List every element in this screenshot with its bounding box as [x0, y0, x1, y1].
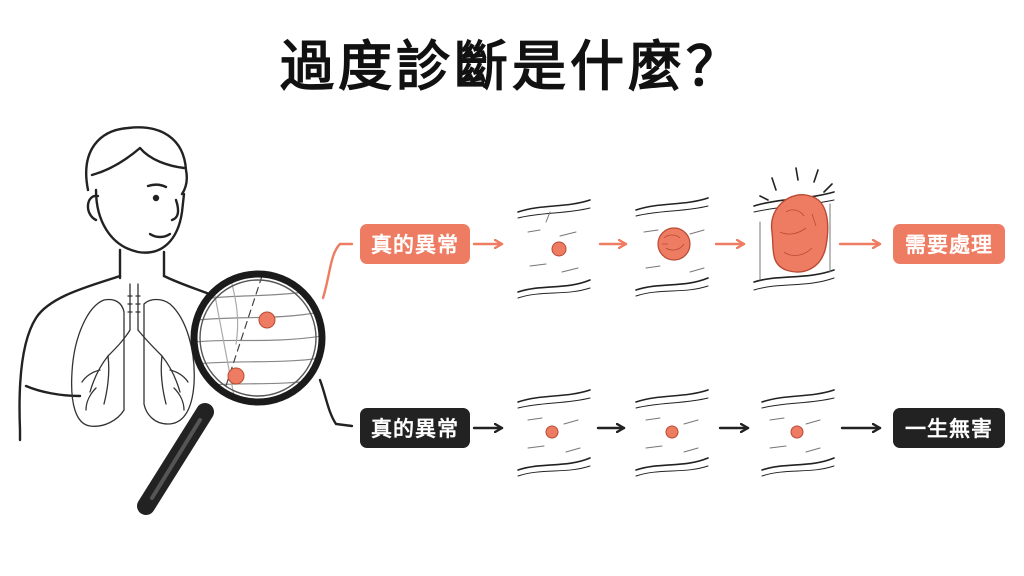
lungs-illustration — [70, 283, 195, 427]
tissue-panel-top-2 — [635, 197, 709, 297]
burst-lines — [759, 167, 833, 201]
magnifier-lens — [190, 270, 326, 406]
lesion-in-lens-upper — [258, 311, 276, 329]
tissue-panel-top-3 — [753, 167, 835, 291]
outcome-top-path: 需要處理 — [893, 224, 1005, 264]
torso-outline — [18, 274, 122, 442]
page-title: 過度診斷是什麼？ — [280, 35, 744, 98]
lesion-stable-3 — [790, 425, 804, 439]
lesion-stable-1 — [545, 425, 559, 439]
person-illustration — [18, 126, 216, 442]
connector-top — [321, 242, 354, 300]
tissue-panel-top-1 — [517, 199, 591, 299]
right-lung — [143, 298, 195, 425]
connector-bottom — [318, 378, 354, 428]
lesion-small — [551, 241, 567, 257]
tissue-panel-bottom-3 — [761, 389, 835, 477]
lesion-in-lens-lower — [227, 367, 245, 385]
hair — [85, 126, 188, 196]
left-lung — [70, 298, 125, 427]
mouth — [148, 232, 172, 239]
tissue-panel-bottom-2 — [635, 389, 709, 477]
lesion-stable-2 — [665, 425, 679, 439]
tissue-panel-bottom-1 — [517, 389, 591, 477]
lesion-large — [770, 194, 829, 273]
label-top-path: 真的異常 — [360, 224, 470, 264]
magnifying-glass-icon — [137, 270, 326, 515]
face — [94, 188, 186, 254]
ear — [86, 194, 100, 222]
outcome-bottom-path: 一生無害 — [893, 408, 1005, 448]
eye — [152, 194, 160, 202]
label-bottom-path: 真的異常 — [360, 408, 470, 448]
trachea — [129, 283, 139, 331]
